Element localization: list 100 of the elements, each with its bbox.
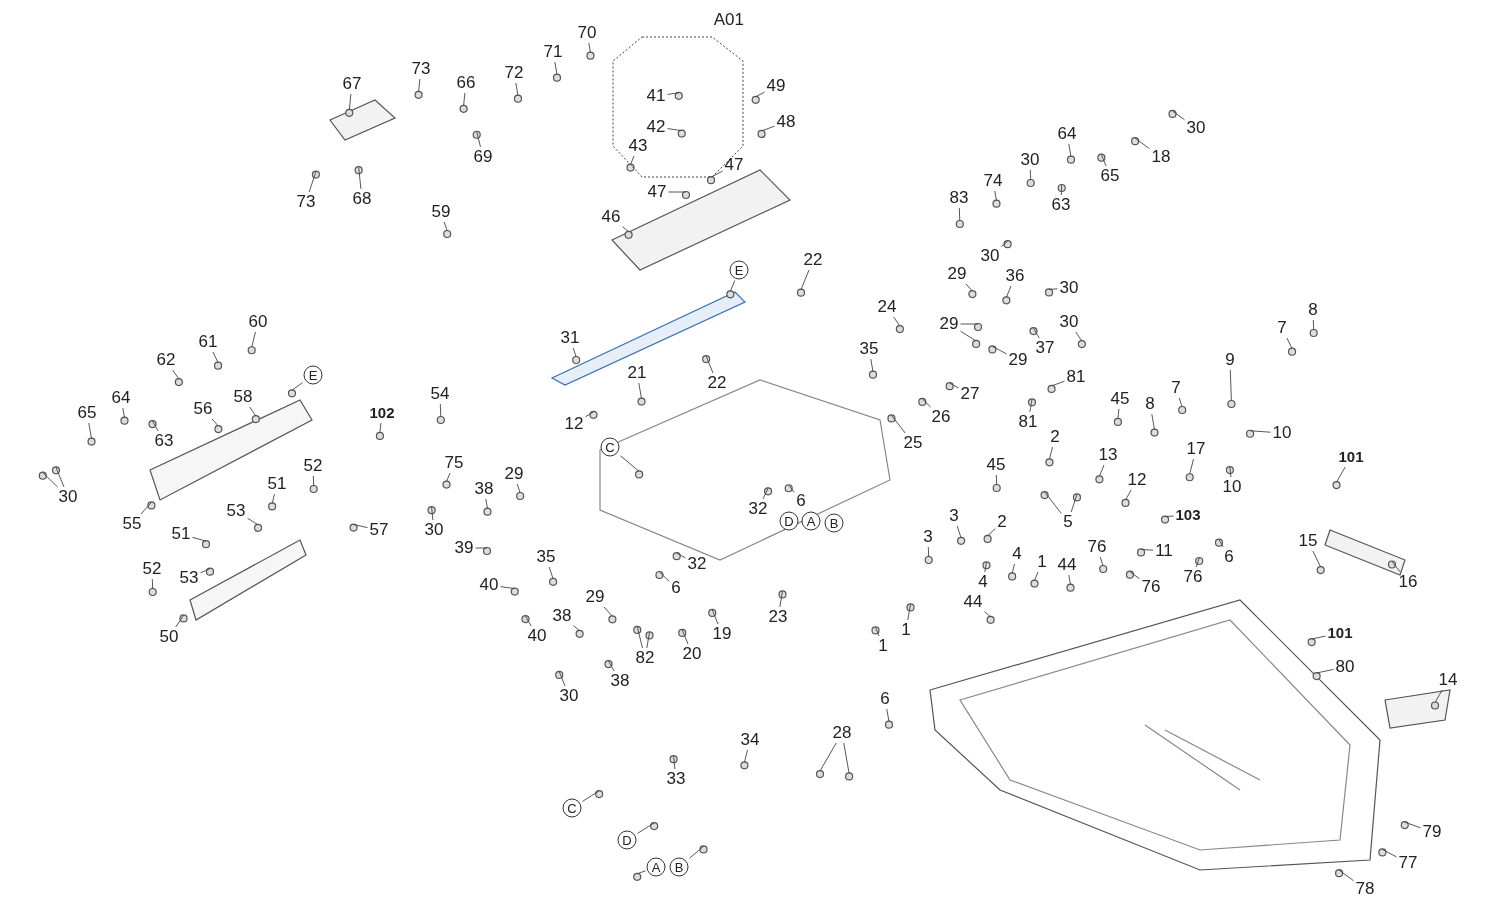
callout-number: 30 xyxy=(979,247,1001,265)
callout-number: 40 xyxy=(526,627,548,645)
callout-number: 76 xyxy=(1182,568,1204,586)
leader-line xyxy=(1125,489,1132,501)
callout-number: 41 xyxy=(645,87,667,105)
reference-letter: D xyxy=(779,511,799,531)
leader-line xyxy=(515,82,519,97)
leader-line xyxy=(573,625,581,632)
leader-line xyxy=(1048,446,1053,460)
leader-line xyxy=(475,547,488,549)
leader-line xyxy=(1404,821,1421,829)
leader-line xyxy=(1011,563,1015,574)
leader-line xyxy=(1044,491,1062,514)
callout-number: 19 xyxy=(711,625,733,643)
callout-number: 6 xyxy=(879,690,891,708)
callout-number: 24 xyxy=(876,298,898,316)
leader-line xyxy=(1316,668,1334,674)
callout-number: 29 xyxy=(503,465,525,483)
callout-number: 22 xyxy=(802,251,824,269)
leader-line xyxy=(1338,869,1354,882)
callout-number: 57 xyxy=(368,521,390,539)
leader-line xyxy=(875,627,880,637)
callout-number: 62 xyxy=(155,351,177,369)
reference-letter: E xyxy=(303,365,323,385)
leader-line xyxy=(1311,635,1326,640)
callout-number: 30 xyxy=(1058,279,1080,297)
callout-number: 78 xyxy=(1354,880,1376,898)
callout-number: 49 xyxy=(765,77,787,95)
callout-number: 73 xyxy=(410,60,432,78)
leader-line xyxy=(572,347,577,358)
leader-line xyxy=(1129,571,1140,580)
callout-number: 8 xyxy=(1307,301,1319,319)
callout-number: 32 xyxy=(747,500,769,518)
callout-number: 15 xyxy=(1297,532,1319,550)
leader-line xyxy=(819,742,837,772)
leader-line xyxy=(1033,327,1040,339)
callout-number: 52 xyxy=(141,560,163,578)
leader-line xyxy=(1070,493,1078,513)
callout-number: 58 xyxy=(232,388,254,406)
callout-number: 52 xyxy=(302,457,324,475)
callout-number: 47 xyxy=(646,183,668,201)
callout-number: 39 xyxy=(453,539,475,557)
leader-line xyxy=(312,475,315,487)
leader-line xyxy=(960,323,979,325)
leader-line xyxy=(689,845,704,859)
leader-line xyxy=(638,382,642,400)
callout-number: 63 xyxy=(153,432,175,450)
leader-line xyxy=(1336,466,1346,483)
callout-number: 65 xyxy=(76,404,98,422)
callout-number: 45 xyxy=(1109,390,1131,408)
callout-number: 64 xyxy=(110,389,132,407)
callout-number: 12 xyxy=(563,415,585,433)
callout-number: 63 xyxy=(1050,196,1072,214)
leader-line xyxy=(1029,398,1033,413)
callout-number: 48 xyxy=(775,113,797,131)
callout-number: 43 xyxy=(627,137,649,155)
callout-number: 23 xyxy=(767,608,789,626)
callout-number: 76 xyxy=(1086,538,1108,556)
callout-number: 45 xyxy=(985,456,1007,474)
leader-line xyxy=(667,92,680,95)
leader-line xyxy=(755,91,765,98)
leader-line xyxy=(960,330,977,342)
callout-number: 30 xyxy=(423,521,445,539)
leader-line xyxy=(151,578,154,590)
reference-letter: E xyxy=(729,260,749,280)
leader-line xyxy=(893,316,901,327)
leader-line xyxy=(1001,240,1009,247)
callout-number: 30 xyxy=(57,488,79,506)
leader-line xyxy=(1249,430,1271,433)
callout-number: 13 xyxy=(1097,446,1119,464)
leader-line xyxy=(1164,515,1174,518)
callout-number: 4 xyxy=(977,573,989,591)
leader-line xyxy=(659,571,670,582)
leader-line xyxy=(291,382,303,391)
leader-line xyxy=(1068,143,1072,158)
leader-line xyxy=(646,631,650,649)
leader-line xyxy=(1381,848,1397,858)
callout-number: 5 xyxy=(1062,513,1074,531)
reference-letter: B xyxy=(824,513,844,533)
callout-number: 51 xyxy=(170,525,192,543)
reference-letter: A xyxy=(801,511,821,531)
callout-number: 6 xyxy=(795,492,807,510)
leader-line xyxy=(353,524,368,529)
leader-line xyxy=(1068,574,1071,586)
callout-number: 60 xyxy=(247,313,269,331)
leader-line xyxy=(711,609,719,625)
callout-number: 29 xyxy=(946,265,968,283)
leader-line xyxy=(212,351,219,364)
leader-line xyxy=(308,171,317,193)
leader-line xyxy=(1034,571,1039,581)
callout-number: 81 xyxy=(1017,413,1039,431)
leader-line xyxy=(984,561,987,573)
callout-number: 38 xyxy=(551,607,573,625)
leader-line xyxy=(1060,184,1063,196)
callout-number: 50 xyxy=(158,628,180,646)
callout-number: 53 xyxy=(178,569,200,587)
callout-number: 21 xyxy=(626,364,648,382)
callout-number: 76 xyxy=(1140,578,1162,596)
leader-line xyxy=(1029,169,1032,181)
leader-line xyxy=(200,568,211,574)
